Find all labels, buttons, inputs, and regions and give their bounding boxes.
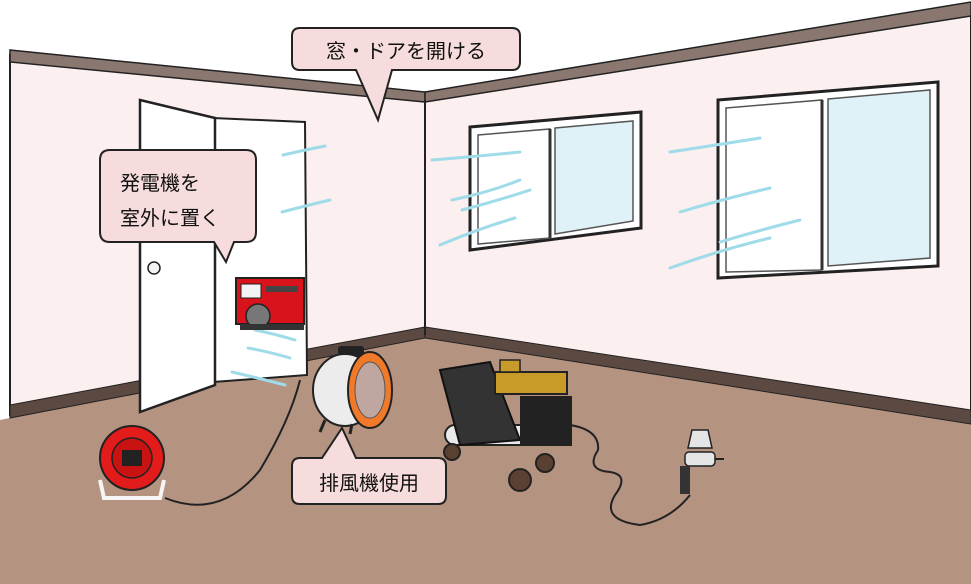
exhaust-fan[interactable] [312, 346, 393, 435]
ceiling-molding-right [424, 1, 971, 103]
floor [0, 335, 971, 584]
callout-open-windows: 窓・ドアを開ける [291, 27, 521, 123]
callout-open-windows-text: 窓・ドアを開ける [326, 39, 486, 63]
air-compressor[interactable] [438, 359, 572, 492]
door[interactable] [138, 98, 217, 414]
window-right[interactable] [716, 80, 940, 280]
spray-gun[interactable] [680, 429, 724, 494]
callout-exhaust-fan-text: 排風機使用 [319, 471, 419, 495]
door-knob[interactable] [147, 261, 161, 275]
generator[interactable] [235, 277, 305, 330]
window-left[interactable] [468, 110, 643, 252]
callout-generator-outdoors: 発電機を 室外に置く [99, 149, 257, 265]
airflow-lines [230, 136, 802, 387]
power-cable [164, 379, 301, 506]
cable-reel[interactable] [98, 425, 166, 500]
callout-exhaust-fan: 排風機使用 [291, 425, 447, 505]
callout-generator-line2: 室外に置く [120, 206, 220, 230]
air-hose [569, 424, 691, 527]
callout-generator-line1: 発電機を [120, 171, 200, 195]
